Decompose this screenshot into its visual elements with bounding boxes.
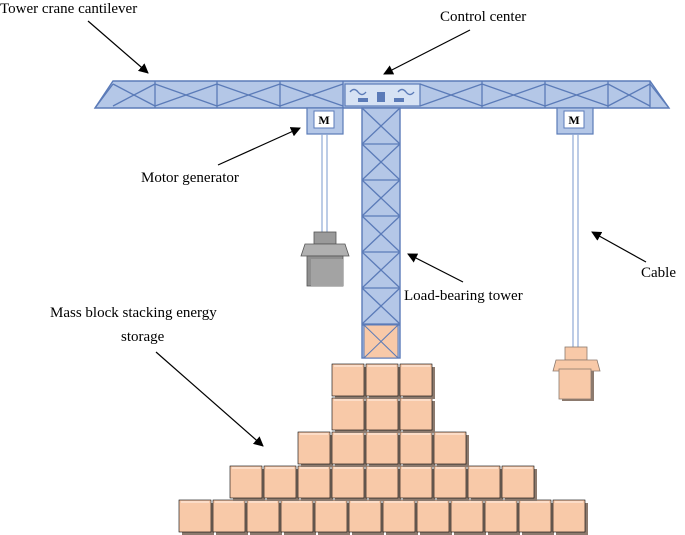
- load-bearing-tower: [361, 107, 401, 359]
- motor-symbol-left: M: [318, 113, 329, 127]
- gray-mass-block: [300, 231, 350, 287]
- cable-right: [572, 134, 579, 347]
- mass-block: [331, 465, 367, 501]
- mass-block: [433, 465, 469, 501]
- mass-block: [467, 465, 503, 501]
- mass-block: [365, 397, 401, 433]
- mass-block: [552, 499, 588, 535]
- mass-block: [297, 465, 333, 501]
- mass-block: [331, 431, 367, 467]
- control-center: [344, 83, 421, 107]
- motor-generator-right: M: [556, 107, 594, 135]
- arrow-motor-generator: [217, 127, 301, 166]
- mass-block: [365, 363, 401, 399]
- mass-block: [518, 499, 554, 535]
- mass-block: [382, 499, 418, 535]
- arrow-control-center: [383, 29, 471, 75]
- mass-block: [433, 431, 469, 467]
- mass-block: [246, 499, 282, 535]
- mass-block-stack: [178, 363, 588, 535]
- motor-symbol-right: M: [568, 113, 579, 127]
- mass-block: [399, 363, 435, 399]
- arrow-cantilever: [87, 20, 149, 74]
- arrow-load-bearing-tower: [407, 253, 464, 283]
- label-load-bearing-tower: Load-bearing tower: [404, 288, 523, 304]
- mass-block: [399, 465, 435, 501]
- mass-block: [450, 499, 486, 535]
- label-tower-crane-cantilever: Tower crane cantilever: [0, 1, 137, 17]
- label-cable: Cable: [641, 265, 676, 281]
- mass-block: [416, 499, 452, 535]
- label-mass-block-line2: storage: [121, 329, 165, 345]
- mass-block: [331, 397, 367, 433]
- mass-block: [297, 431, 333, 467]
- mass-block: [314, 499, 350, 535]
- mass-block: [399, 431, 435, 467]
- mass-block: [229, 465, 265, 501]
- mass-block: [263, 465, 299, 501]
- mass-block: [331, 363, 367, 399]
- hanging-mass-block: [552, 346, 601, 401]
- mass-block: [484, 499, 520, 535]
- label-motor-generator: Motor generator: [141, 170, 239, 186]
- mass-block: [178, 499, 214, 535]
- mass-block: [399, 397, 435, 433]
- mass-block: [501, 465, 537, 501]
- mass-block: [212, 499, 248, 535]
- mass-block: [365, 431, 401, 467]
- mass-block: [348, 499, 384, 535]
- label-mass-block-line1: Mass block stacking energy: [50, 305, 217, 321]
- motor-generator-left: M: [306, 107, 344, 135]
- arrow-mass-block: [155, 351, 264, 447]
- cable-left: [321, 134, 328, 232]
- arrow-cable: [591, 231, 647, 263]
- label-control-center: Control center: [440, 9, 526, 25]
- mass-block: [280, 499, 316, 535]
- mass-block: [365, 465, 401, 501]
